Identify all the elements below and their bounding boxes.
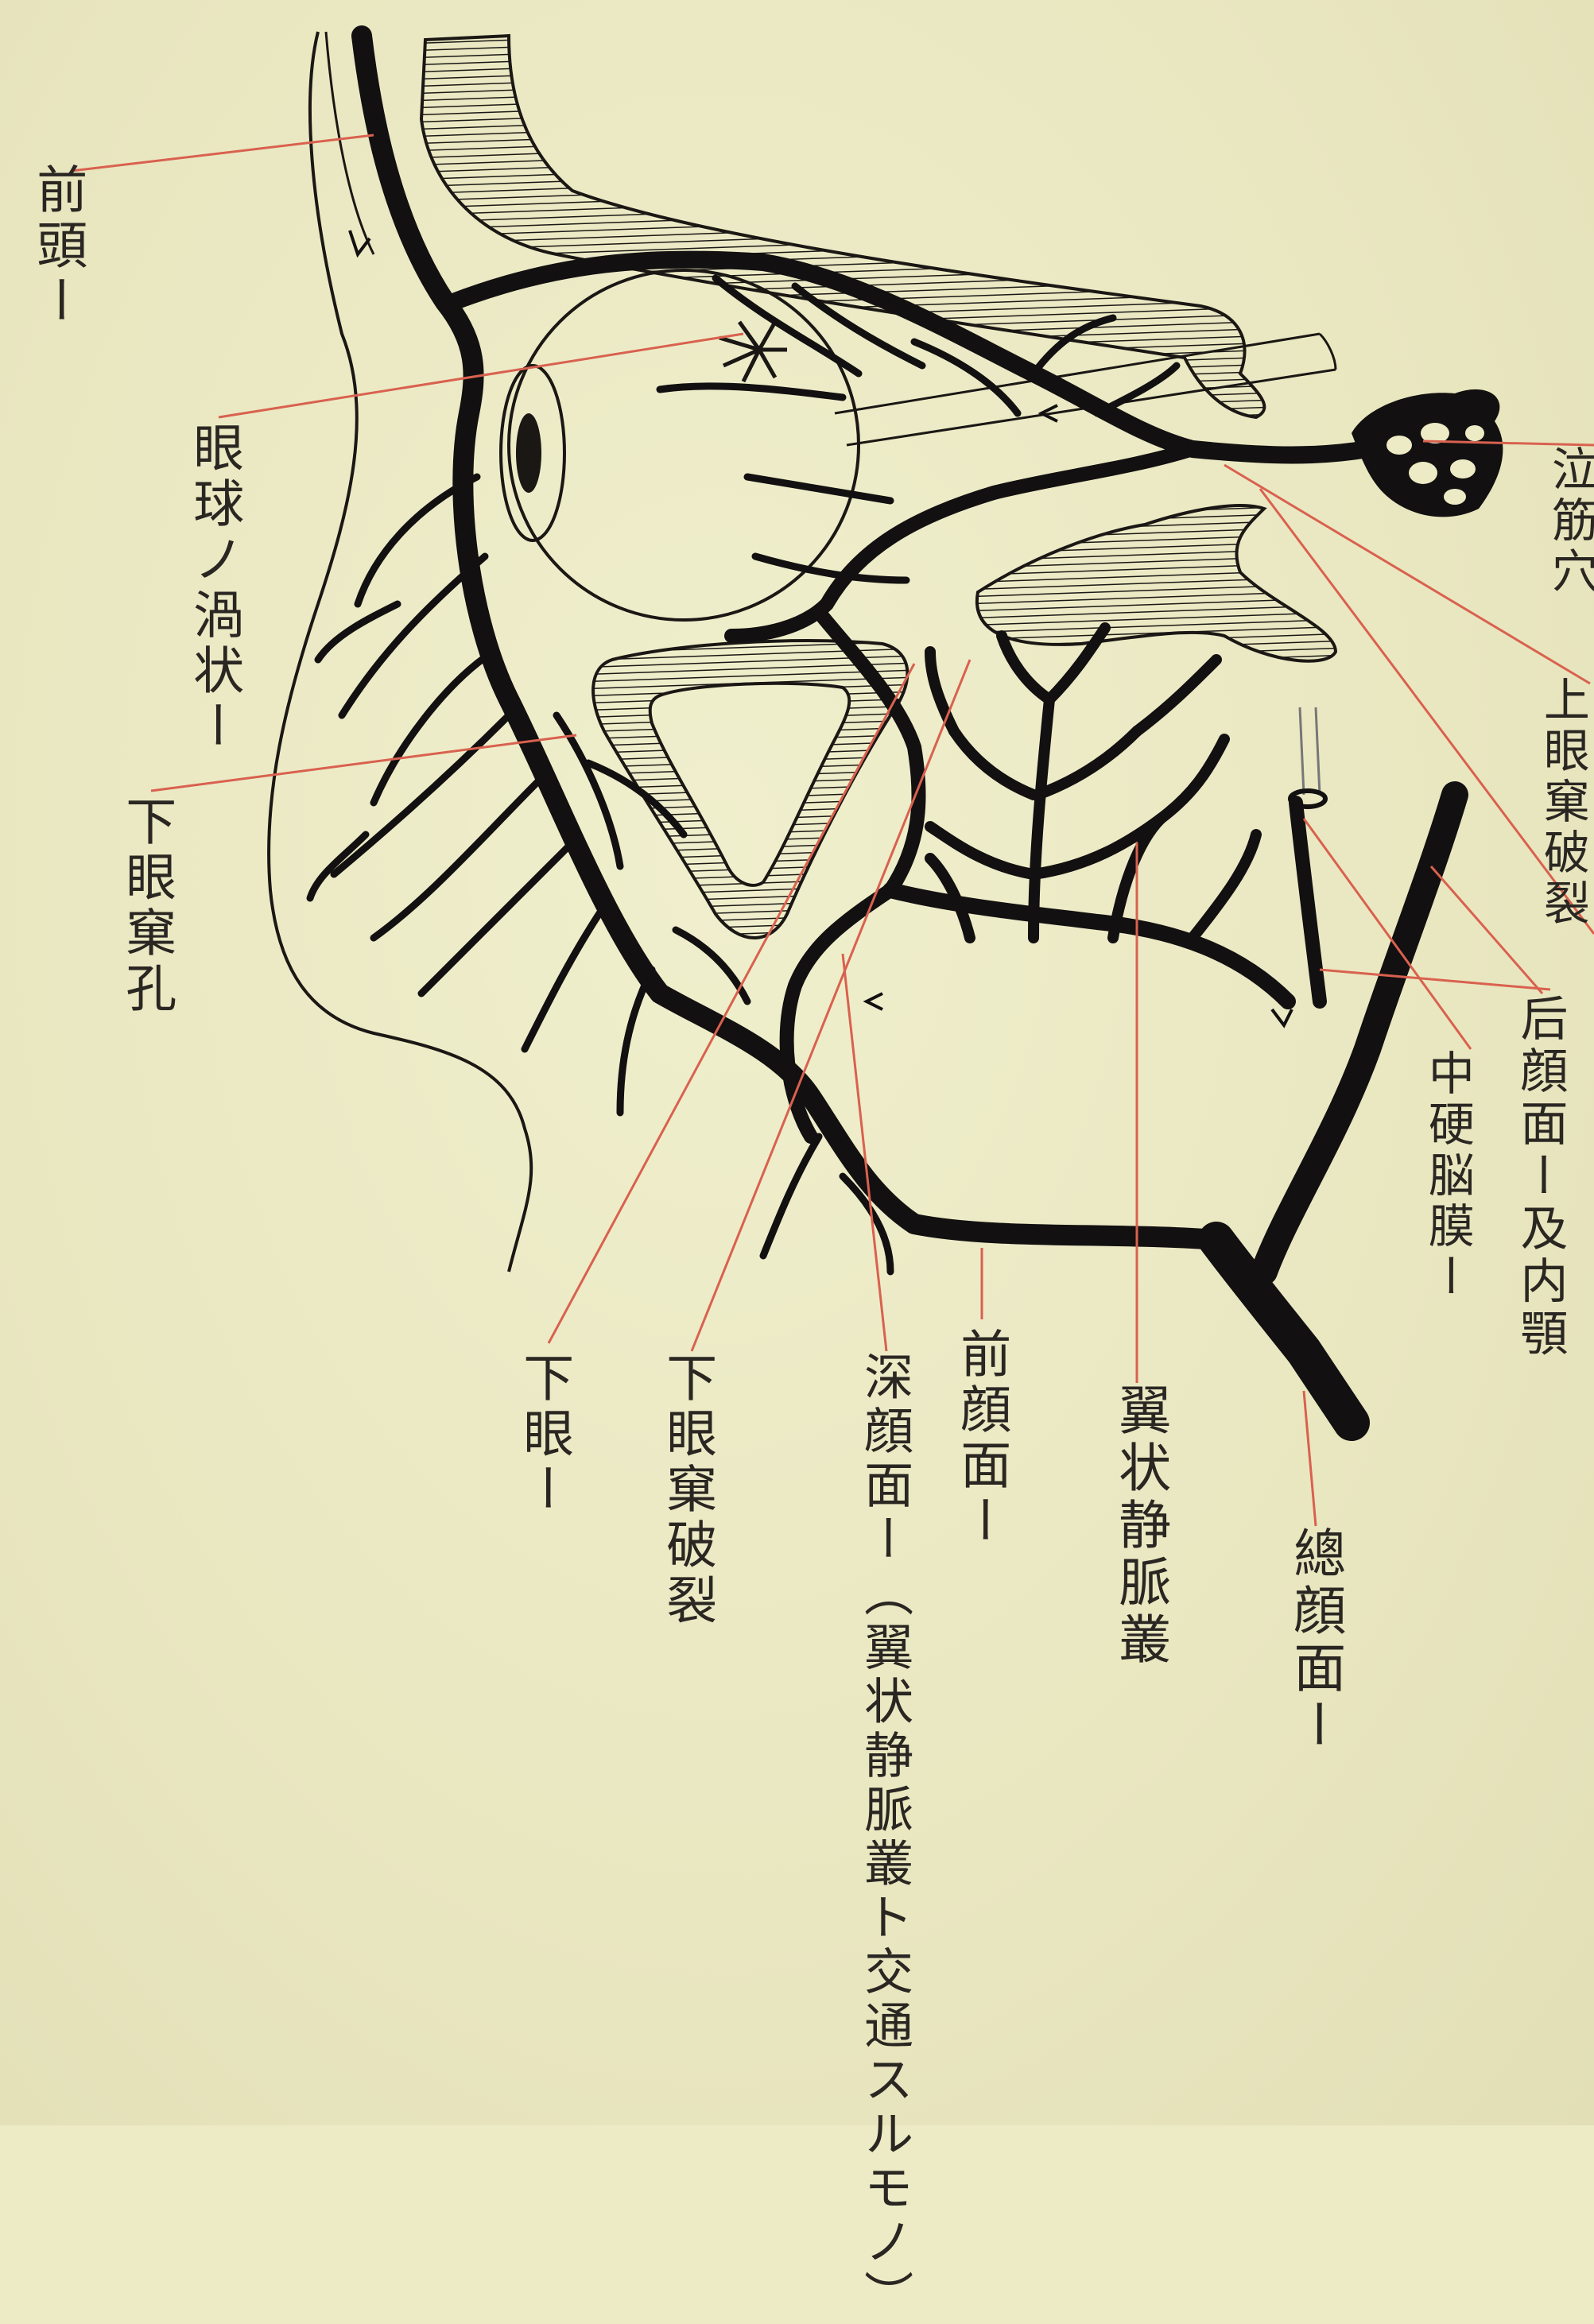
- label-inferior-orbital-foramen: 下眼窠孔: [119, 795, 173, 1017]
- label-pterygoid-plexus: 翼状静脈叢: [1113, 1383, 1168, 1669]
- nasal-venous-network: [1352, 389, 1503, 517]
- optic-nerve: [835, 334, 1336, 445]
- pterygoid-plexus-tree: [930, 628, 1256, 938]
- label-deep-facial: 深顔面ー（翼状静脈叢ト交通スルモノ）: [859, 1351, 910, 2324]
- label-anterior-facial: 前顔面ー: [954, 1327, 1007, 1550]
- meningeal-stub: [1300, 707, 1320, 795]
- label-posterior-facial: 后顔面ー及内顎: [1514, 994, 1565, 1361]
- label-frontal: 前頭ー: [30, 163, 83, 330]
- label-inferior-ophthalmic: 下眼ー: [517, 1351, 570, 1518]
- anatomical-plate: 前頭ー 眼球ノ渦状ー 下眼窠孔 泣筋穴 上眼窠破裂 后顔面ー及内顎 中硬脳膜ー …: [0, 0, 1594, 2125]
- sphenoid-bone: [977, 505, 1336, 661]
- label-middle-meningeal: 中硬脳膜ー: [1423, 1049, 1472, 1303]
- vortex-vein: [719, 322, 787, 382]
- label-common-facial: 總顔面ー: [1288, 1526, 1343, 1755]
- label-nasal-plexus: 泣筋穴: [1546, 445, 1594, 598]
- iris: [516, 413, 541, 493]
- label-superior-orbital-fissure: 上眼窠破裂: [1538, 676, 1587, 930]
- leader-lines: [72, 135, 1594, 1526]
- label-inferior-orbital-fissure: 下眼窠破裂: [660, 1351, 713, 1629]
- facial-vein-diagram: [0, 0, 1594, 2125]
- label-eyeball-vortex: 眼球ノ渦状ー: [187, 421, 240, 755]
